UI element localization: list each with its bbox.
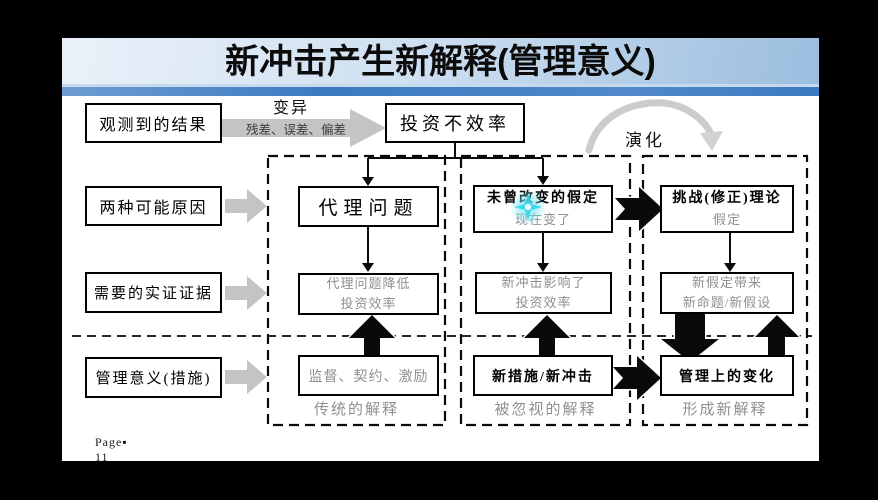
branch-connector-line: [367, 143, 544, 178]
variation-label: 变异: [265, 94, 317, 118]
shift-right-arrow-icon: [609, 352, 664, 404]
gray-right-arrow-icon: [225, 276, 267, 310]
cause-line2: 假定: [712, 211, 741, 227]
page-number: Page▪ 11: [95, 435, 128, 465]
arrowhead-down-icon: [537, 263, 549, 272]
up-block-arrow-icon: [751, 312, 803, 357]
gray-right-arrow-icon: [225, 360, 267, 394]
measure-label: 新措施/新冲击: [492, 369, 594, 385]
box-needed-evidence: 需要的实证证据: [85, 272, 222, 313]
evolution-arc-icon: [585, 99, 715, 154]
measure-label: 管理上的变化: [679, 369, 775, 385]
footer-new-explanation: 形成新解释: [643, 398, 807, 419]
gray-right-arrow-icon: [225, 189, 267, 223]
arrowhead-down-icon: [724, 263, 736, 272]
box-new-measures-new-shock: 新措施/新冲击: [473, 355, 613, 396]
evolution-arrowhead-icon: [700, 131, 723, 151]
box-observed-result: 观测到的结果: [85, 103, 222, 143]
needed-evidence-label: 需要的实证证据: [93, 286, 213, 302]
management-measures-label: 管理意义(措施): [95, 371, 212, 387]
two-causes-label: 两种可能原因: [99, 200, 208, 217]
arrowhead-down-icon: [362, 263, 374, 272]
box-investment-inefficiency: 投资不效率: [385, 103, 525, 143]
gray-right-arrow-icons: [222, 109, 386, 394]
cursor-star-icon: [514, 193, 542, 221]
footer-ignored-explanation: 被忽视的解释: [461, 398, 630, 419]
box-agency-problem: 代理问题: [298, 186, 439, 227]
observed-result-label: 观测到的结果: [99, 117, 208, 134]
footer-text: 传统的解释: [313, 402, 399, 418]
dashed-frame-traditional: [266, 154, 447, 427]
up-block-arrow-icon: [520, 312, 574, 357]
presentation-slide: 新冲击产生新解释(管理意义): [62, 38, 819, 464]
title-band: 新冲击产生新解释(管理意义): [62, 38, 819, 84]
box-new-shock-affected: 新冲击影响了 投资效率: [475, 272, 612, 314]
footer-text: 形成新解释: [682, 402, 768, 418]
dashed-frame-new: [641, 154, 809, 427]
black-block-arrows: [345, 183, 803, 404]
measure-label: 监督、契约、激励: [308, 369, 429, 385]
residuals-text: 残差、误差、偏差: [245, 123, 346, 137]
evolution-label: 演化: [618, 126, 672, 151]
box-management-measures: 管理意义(措施): [85, 357, 222, 398]
box-agency-lowers-efficiency: 代理问题降低 投资效率: [298, 273, 439, 315]
arrowhead-down-icon: [537, 176, 549, 185]
up-block-arrow-icon: [345, 312, 399, 357]
box-new-assumption-brings: 新假定带来 新命题/新假设: [660, 272, 794, 314]
variation-arrow-icon: [222, 109, 386, 147]
evidence-line2: 投资效率: [515, 295, 572, 310]
agency-problem-label: 代理问题: [318, 198, 419, 219]
variation-arrow-text: 残差、误差、偏差: [224, 119, 368, 138]
evidence-line1: 新冲击影响了: [501, 274, 586, 290]
diagram-connector-layer: [72, 99, 812, 427]
evidence-line1: 代理问题降低: [326, 275, 411, 291]
evidence-line2: 投资效率: [340, 296, 397, 311]
evolution-text: 演化: [625, 131, 665, 150]
page-title: 新冲击产生新解释(管理意义): [225, 43, 656, 81]
box-management-change: 管理上的变化: [660, 355, 794, 396]
cursor-click-effect[interactable]: [510, 189, 546, 225]
cause-evidence-connectors: [367, 227, 731, 264]
dashed-frame-ignored: [459, 154, 632, 427]
box-supervision-contract-incentive: 监督、契约、激励: [298, 355, 439, 396]
page-number-text: Page▪ 11: [95, 435, 128, 464]
footer-text: 被忽视的解释: [494, 402, 597, 418]
footer-traditional-explanation: 传统的解释: [268, 398, 445, 419]
shift-right-arrow-icon: [611, 183, 666, 235]
evidence-line1: 新假定带来: [691, 274, 762, 290]
box-challenge-revise-theory: 挑战(修正)理论 假定: [660, 185, 794, 233]
box-two-possible-causes: 两种可能原因: [85, 186, 222, 226]
down-block-arrow-icon: [656, 312, 724, 364]
variation-text: 变异: [272, 100, 309, 117]
evidence-line2: 新命题/新假设: [682, 295, 772, 310]
arrowhead-down-icon: [362, 177, 374, 186]
title-divider-bar: [62, 84, 819, 96]
cause-line1: 挑战(修正)理论: [672, 191, 782, 207]
inefficiency-label: 投资不效率: [400, 114, 510, 134]
